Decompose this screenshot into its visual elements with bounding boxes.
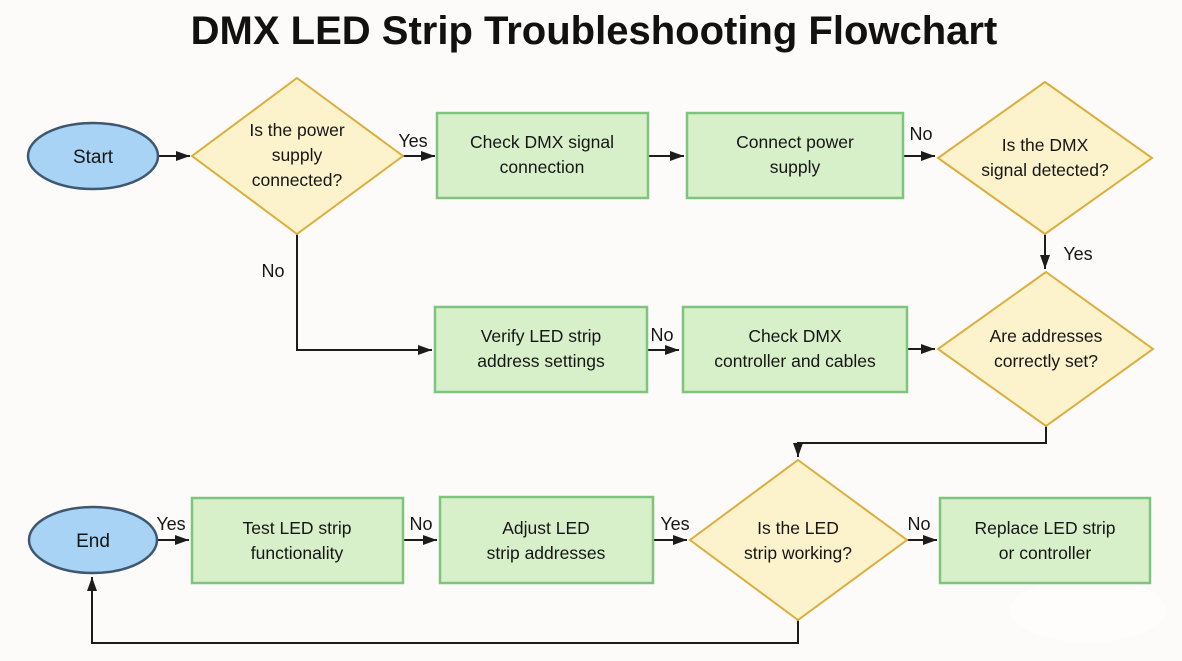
check-signal-label: connection [500,157,585,177]
node-check-controller: Check DMX controller and cables [681,305,909,394]
check-controller-label: controller and cables [714,351,876,371]
end-label: End [76,531,110,552]
edge-label-test-no: No [409,514,432,534]
test-strip-label: functionality [251,543,344,563]
node-start: Start [26,121,160,191]
replace-strip-label: Replace LED strip [974,518,1115,538]
replace-strip-process-shape [938,496,1152,585]
edge-label-power-no: No [261,261,284,281]
signal-detected-label: Is the DMX [1002,135,1089,155]
edge-strip-working-feedback-to-end [87,577,799,644]
node-addresses-set: Are addresses correctly set? [936,270,1155,428]
watermark-smudge [1010,578,1166,642]
power-connected-label: supply [272,145,323,165]
addresses-set-label: correctly set? [994,351,1098,371]
verify-address-label: address settings [477,351,605,371]
check-signal-process-shape [435,111,650,200]
power-connected-decision-shape [190,76,405,236]
node-power-connected: Is the power supply connected? [190,76,405,236]
node-replace-strip: Replace LED strip or controller [938,496,1152,585]
edge-label-signal-yes: Yes [1063,244,1092,264]
connect-power-label: supply [770,157,821,177]
connect-power-process-shape [685,111,905,200]
edge-power-no-to-verify-address [296,234,432,355]
signal-detected-decision-shape [936,80,1154,236]
start-terminator-shape [26,121,160,191]
edge-addresses-set-to-strip-working [793,426,1047,457]
adjust-addresses-label: Adjust LED [502,518,590,538]
edge-label-end-yes: Yes [156,514,185,534]
edge-label-verify-no: No [650,325,673,345]
strip-working-decision-shape [688,458,909,622]
strip-working-label: strip working? [744,543,852,563]
power-connected-label: connected? [252,170,343,190]
verify-address-label: Verify LED strip [481,326,602,346]
addresses-set-label: Are addresses [990,326,1103,346]
signal-detected-label: signal detected? [981,160,1109,180]
adjust-addresses-label: strip addresses [487,543,606,563]
test-strip-label: Test LED strip [243,518,352,538]
edge-label-power-yes: Yes [398,131,427,151]
addresses-set-decision-shape [936,270,1155,428]
edge-label-adjust-yes: Yes [660,514,689,534]
replace-strip-label: or controller [999,543,1092,563]
node-end: End [27,505,159,575]
node-connect-power: Connect power supply [685,111,905,200]
node-check-signal: Check DMX signal connection [435,111,650,200]
check-controller-label: Check DMX [748,326,842,346]
edge-label-working-no: No [907,514,930,534]
page-title: DMX LED Strip Troubleshooting Flowchart [191,9,998,53]
node-strip-working: Is the LED strip working? [688,458,909,622]
edges [87,151,1050,644]
connect-power-label: Connect power [736,132,854,152]
start-label: Start [73,147,114,168]
test-strip-process-shape [190,496,405,585]
adjust-addresses-process-shape [438,495,655,585]
node-test-strip: Test LED strip functionality [190,496,405,585]
end-terminator-shape [27,505,159,575]
check-controller-process-shape [681,305,909,394]
power-connected-label: Is the power [249,120,344,140]
edge-label-connect-no: No [909,124,932,144]
node-adjust-addresses: Adjust LED strip addresses [438,495,655,585]
node-verify-address: Verify LED strip address settings [433,305,649,394]
node-signal-detected: Is the DMX signal detected? [936,80,1154,236]
strip-working-label: Is the LED [757,518,839,538]
check-signal-label: Check DMX signal [470,132,614,152]
verify-address-process-shape [433,305,649,394]
